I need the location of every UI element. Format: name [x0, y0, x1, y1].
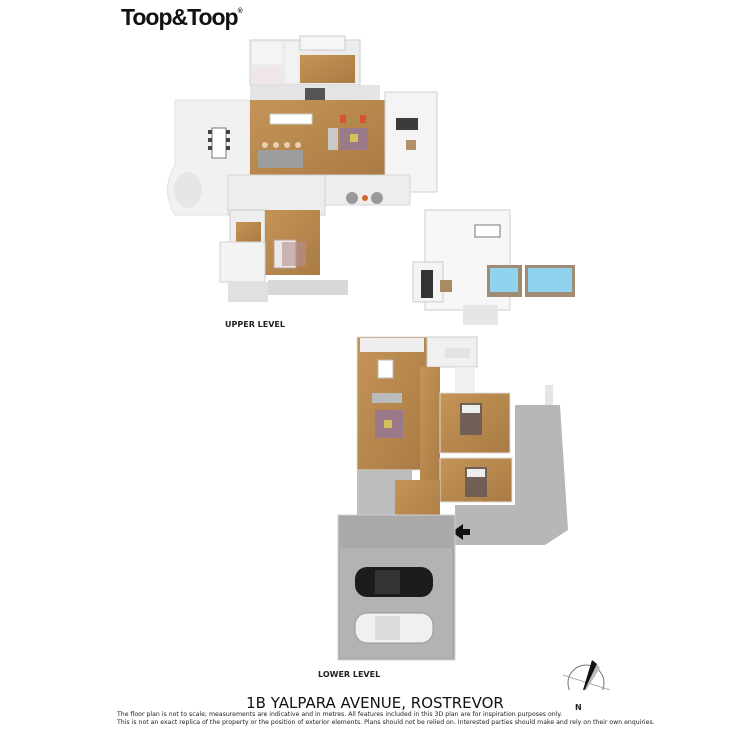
- lower-level-plan: [337, 336, 568, 661]
- lower-level-label: LOWER LEVEL: [318, 670, 381, 679]
- kitchen-island: [258, 150, 303, 168]
- dining-table: [269, 113, 313, 125]
- registered-mark: ®: [237, 8, 243, 15]
- entry-arrow: [452, 524, 463, 540]
- round-planter: [174, 172, 202, 208]
- disclaimer-line-2: This is not an exact replica of the prop…: [117, 719, 655, 726]
- brand-logo: Toop&Toop®: [121, 4, 243, 31]
- floor-plan-illustration: [167, 35, 611, 690]
- ensuite: [219, 241, 266, 283]
- north-compass[interactable]: [562, 660, 611, 690]
- swimming-pool: [528, 268, 572, 292]
- upper-level-label: UPPER LEVEL: [225, 320, 285, 329]
- brand-name: Toop&Toop: [121, 4, 239, 30]
- disclaimer-line-1: The floor plan is not to scale; measurem…: [117, 711, 563, 718]
- compass-north-label: N: [575, 703, 582, 712]
- upper-level-plan: [167, 35, 575, 325]
- spa-pool: [490, 268, 518, 292]
- property-address: 1B YALPARA AVENUE, ROSTREVOR: [246, 694, 504, 712]
- side-deck: [455, 405, 568, 545]
